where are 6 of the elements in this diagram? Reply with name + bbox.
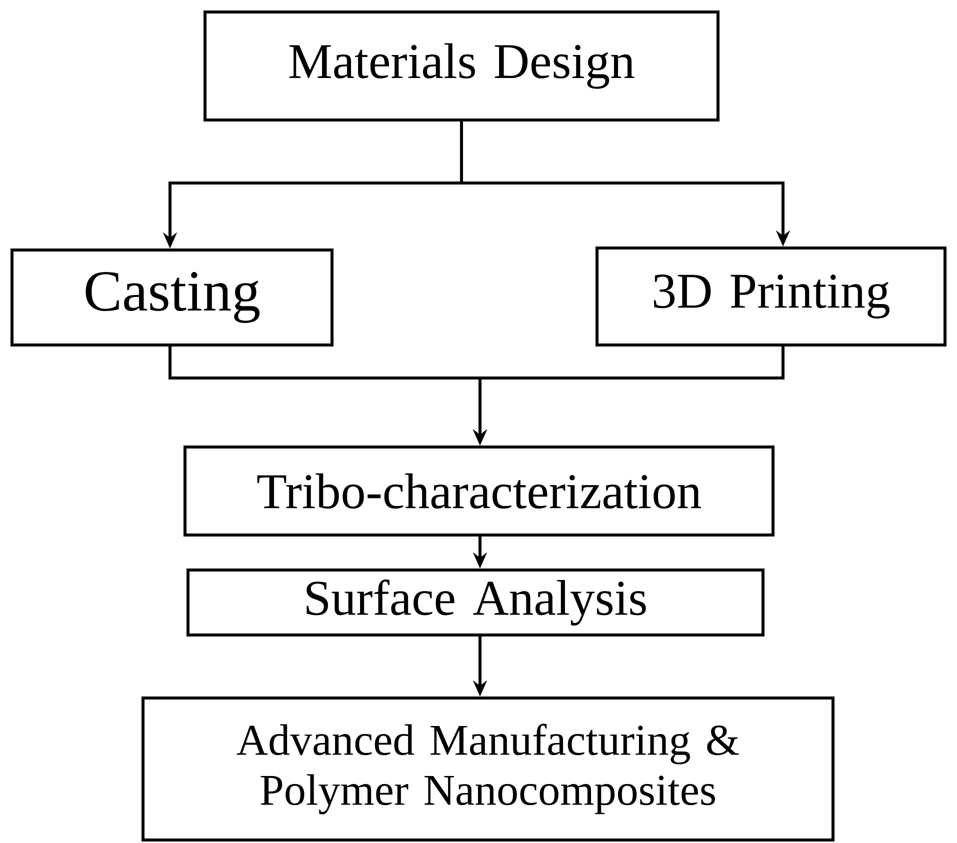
process-box: Surface Analysis — [186, 568, 765, 636]
process-box: Tribo-characterization — [184, 446, 774, 536]
process-box: Advanced Manufacturing & Polymer Nanocomposites — [142, 696, 835, 842]
process-box: Casting — [10, 248, 334, 346]
process-box: Materials Design — [204, 10, 720, 122]
process-box: 3D Printing — [596, 246, 947, 346]
